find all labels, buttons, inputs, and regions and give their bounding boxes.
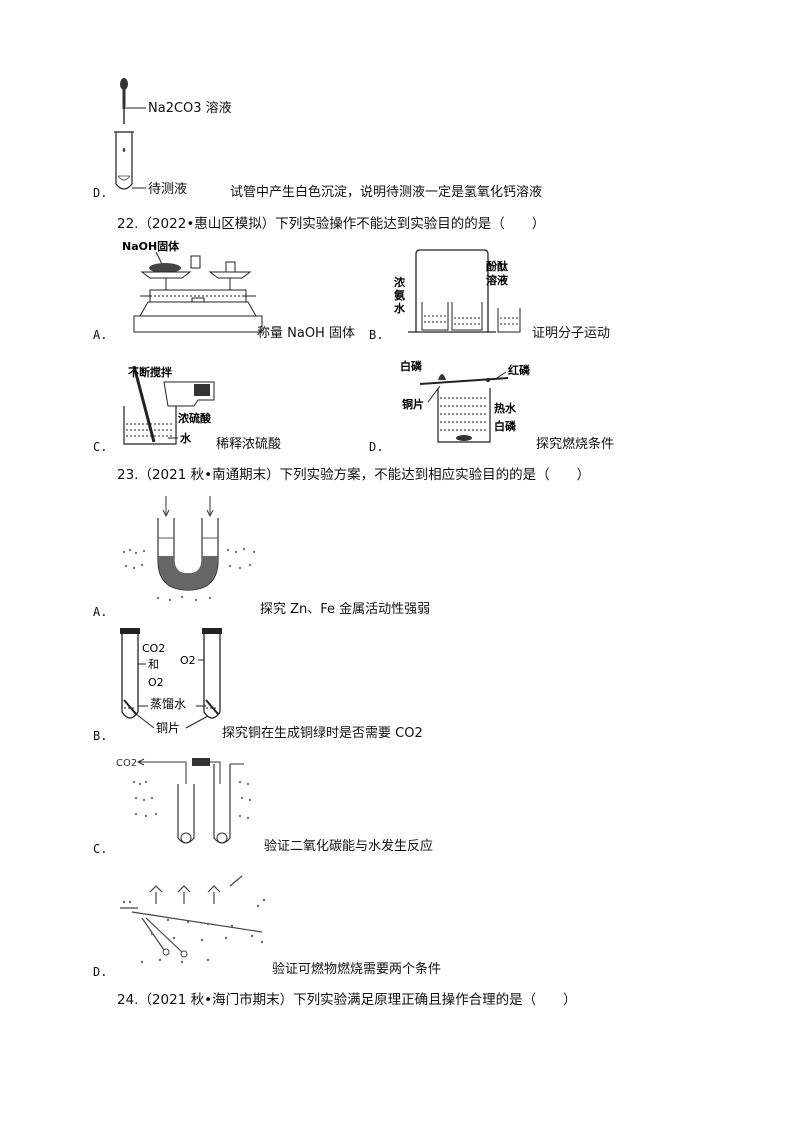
fig-label: NaOH固体 bbox=[122, 239, 180, 253]
copper-test-tubes-figure: CO2 和 O2 O2 蒸馏水 铜片 bbox=[120, 628, 222, 735]
svg-text:O2: O2 bbox=[148, 676, 164, 689]
option-caption: 称量 NaOH 固体 bbox=[257, 326, 355, 341]
svg-text:O2: O2 bbox=[180, 654, 196, 667]
svg-text:不断搅拌: 不断搅拌 bbox=[128, 365, 172, 379]
svg-text:酚酞: 酚酞 bbox=[486, 259, 508, 273]
svg-text:热水: 热水 bbox=[494, 401, 517, 415]
svg-text:CO2: CO2 bbox=[142, 642, 165, 655]
option-caption: 探究铜在生成铜绿时是否需要 CO2 bbox=[222, 726, 423, 741]
svg-text:浓硫酸: 浓硫酸 bbox=[178, 411, 212, 425]
option-caption: 验证二氧化碳能与水发生反应 bbox=[264, 839, 434, 854]
dropper-test-tube-figure bbox=[114, 78, 146, 190]
option-letter: B. bbox=[369, 328, 384, 342]
reagent-label: Na2CO3 溶液 bbox=[148, 101, 232, 116]
option-caption: 验证可燃物燃烧需要两个条件 bbox=[272, 962, 442, 977]
svg-text:蒸馏水: 蒸馏水 bbox=[150, 697, 186, 711]
option-letter: D. bbox=[93, 186, 108, 200]
svg-text:氨: 氨 bbox=[394, 288, 405, 302]
dilution-figure: 不断搅拌 浓硫酸 水 bbox=[123, 365, 215, 445]
u-tube-figure bbox=[122, 496, 256, 602]
svg-text:铜片: 铜片 bbox=[401, 397, 424, 411]
svg-text:红磷: 红磷 bbox=[508, 363, 531, 377]
option-letter: A. bbox=[93, 328, 108, 342]
svg-text:和: 和 bbox=[148, 658, 159, 671]
combustion-figure: 白磷 红磷 铜片 热水 白磷 bbox=[400, 359, 531, 443]
svg-text:水: 水 bbox=[180, 431, 192, 445]
option-caption: 稀释浓硫酸 bbox=[216, 437, 282, 452]
option-caption: 探究燃烧条件 bbox=[536, 437, 615, 452]
svg-text:白磷: 白磷 bbox=[400, 359, 423, 373]
question-24-stem: 24.（2021 秋•海门市期末）下列实验满足原理正确且操作合理的是（ ） bbox=[117, 992, 577, 1008]
svg-text:浓: 浓 bbox=[394, 275, 406, 289]
svg-text:水: 水 bbox=[394, 301, 406, 315]
question-23-stem: 23.（2021 秋•南通期末）下列实验方案，不能达到相应实验目的的是（ ） bbox=[117, 467, 591, 483]
question-22-stem: 22.（2022•惠山区模拟）下列实验操作不能达到实验目的的是（ ） bbox=[117, 216, 546, 232]
svg-text:铜片: 铜片 bbox=[156, 720, 180, 735]
sample-label: 待测液 bbox=[148, 182, 188, 197]
option-letter: C. bbox=[93, 842, 108, 856]
combustion-setup-figure bbox=[120, 875, 266, 964]
svg-text:溶液: 溶液 bbox=[486, 273, 509, 287]
option-letter: C. bbox=[93, 440, 108, 454]
option-caption: 证明分子运动 bbox=[532, 326, 611, 341]
bell-jar-figure: 浓 氨 水 酚酞 溶液 bbox=[394, 249, 521, 333]
option-letter: A. bbox=[93, 605, 108, 619]
svg-text:CO2: CO2 bbox=[116, 758, 137, 769]
option-letter: B. bbox=[93, 729, 108, 743]
option-letter: D. bbox=[369, 440, 384, 454]
option-letter: D. bbox=[93, 965, 108, 979]
balance-figure: NaOH固体 bbox=[122, 239, 263, 333]
svg-text:白磷: 白磷 bbox=[494, 419, 517, 433]
option-statement: 试管中产生白色沉淀，说明待测液一定是氢氧化钙溶液 bbox=[230, 185, 543, 200]
co2-test-tubes-figure: CO2 bbox=[116, 758, 252, 844]
option-caption: 探究 Zn、Fe 金属活动性强弱 bbox=[260, 602, 431, 617]
